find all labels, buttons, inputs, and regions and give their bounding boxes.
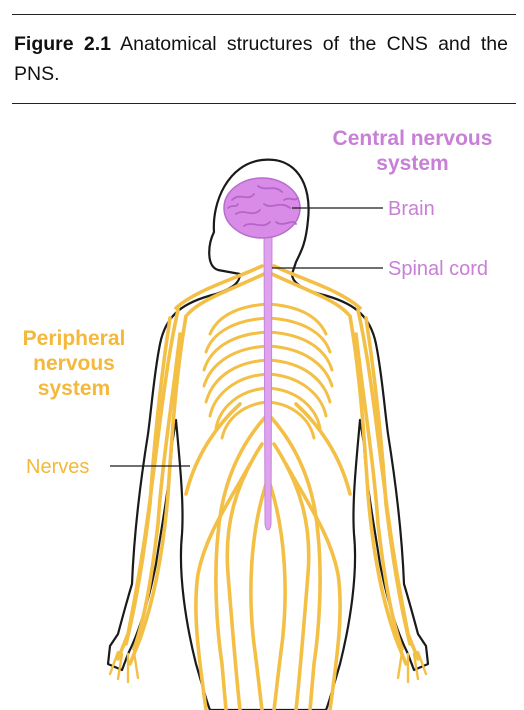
brain (223, 177, 301, 239)
caption-label: Figure 2.1 (14, 33, 111, 55)
cns-heading: Central nervous system (332, 127, 493, 175)
brain-label: Brain (388, 198, 435, 220)
spinal-cord (263, 235, 273, 531)
body-illustration (106, 158, 430, 710)
nerves-label: Nerves (26, 456, 90, 478)
peripheral-nerves (108, 264, 428, 710)
spinal-cord-label: Spinal cord (388, 258, 489, 280)
caption-body: Anatomical structures of the CNS and the… (14, 33, 508, 85)
leader-lines (110, 207, 383, 467)
intercostal-nerves (202, 302, 334, 440)
figure-caption: Figure 2.1 Anatomical structures of the … (12, 14, 516, 104)
nervous-system-figure: Central nervous system Peripheral nervou… (0, 104, 524, 710)
caption-text: Figure 2.1 Anatomical structures of the … (14, 29, 516, 89)
pns-heading: Peripheral nervous system (22, 327, 126, 400)
